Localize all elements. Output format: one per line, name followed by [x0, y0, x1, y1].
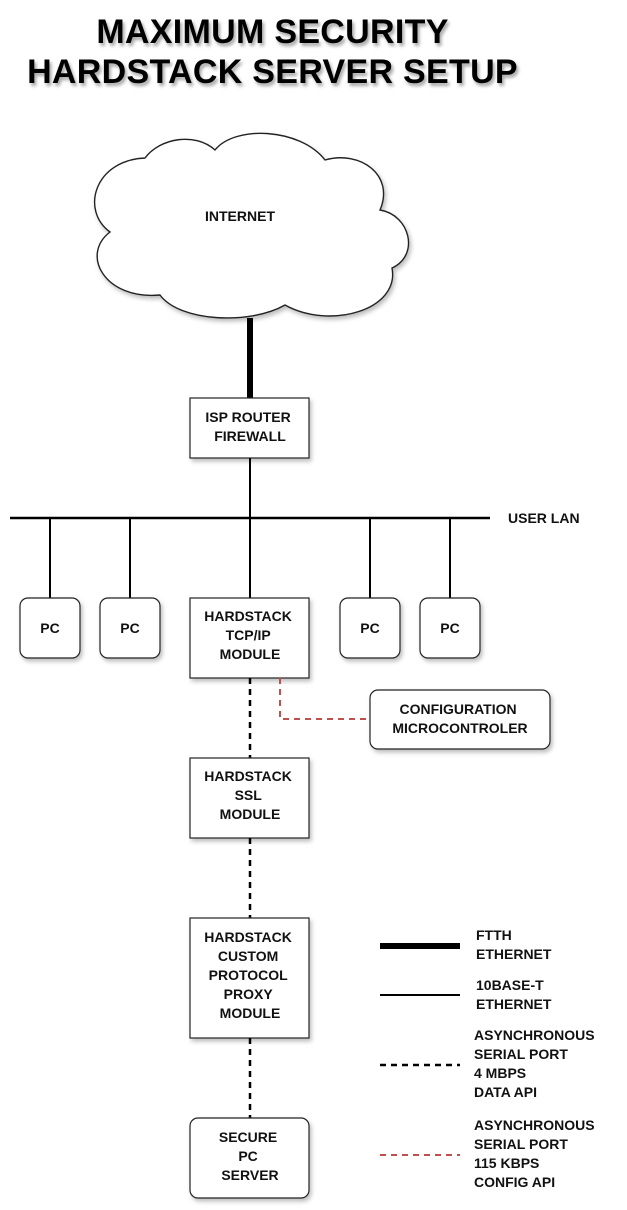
ssl-label-3: MODULE: [220, 806, 281, 822]
legend-serial-data-1: ASYNCHRONOUS: [474, 1027, 595, 1043]
svg-text:HARDSTACK SSL MODULE: HARDSTACK SSL MODULE: [204, 768, 296, 822]
pc-box-3: [339, 597, 401, 659]
pc-label-2: PC: [120, 620, 139, 636]
secure-server-box: [189, 1117, 310, 1199]
svg-text:HARDSTACK CUSTOM PROTO: HARDSTACK CUSTOM PROTOCOL PROXY MODULE: [204, 929, 296, 1021]
legend-serial-config-2: SERIAL PORT: [474, 1136, 568, 1152]
svg-text:SECURE PC SERVER: SECURE PC SERVER: [219, 1129, 281, 1183]
legend-serial-config-3: 115 KBPS: [474, 1155, 539, 1171]
svg-text:ASYNCHRONOUS SERIAL PORT: ASYNCHRONOUS SERIAL PORT 4 MBPS DATA API: [474, 1027, 598, 1100]
ssl-label-1: HARDSTACK: [204, 768, 292, 784]
legend-10baset-1: 10BASE-T: [476, 977, 544, 993]
pc-label-3: PC: [360, 620, 379, 636]
user-lan-label: USER LAN: [508, 510, 580, 526]
page-title-line-1: MAXIMUM SECURITY: [96, 13, 449, 51]
config-label-1: CONFIGURATION: [399, 701, 516, 717]
router-label-1: ISP ROUTER: [205, 409, 290, 425]
proxy-label-1: HARDSTACK: [204, 929, 292, 945]
ssl-label-2: SSL: [235, 787, 263, 803]
server-label-1: SECURE: [219, 1129, 277, 1145]
internet-label: INTERNET: [205, 208, 275, 224]
legend-serial-data-3: 4 MBPS: [474, 1065, 526, 1081]
config-label-2: MICROCONTROLER: [392, 720, 527, 736]
proxy-label-3: PROTOCOL: [209, 967, 289, 983]
proxy-label-2: CUSTOM: [218, 948, 278, 964]
router-label-2: FIREWALL: [214, 428, 286, 444]
legend-ftth-2: ETHERNET: [476, 946, 552, 962]
proxy-module-box: [189, 917, 310, 1039]
legend-serial-config-4: CONFIG API: [474, 1174, 555, 1190]
tcpip-label-1: HARDSTACK: [204, 608, 292, 624]
svg-text:HARDSTACK TCP/IP MODUL: HARDSTACK TCP/IP MODULE: [204, 608, 296, 662]
svg-text:ASYNCHRONOUS SERIAL PORT: ASYNCHRONOUS SERIAL PORT 115 KBPS CONFIG…: [474, 1117, 598, 1190]
legend-serial-data-4: DATA API: [474, 1084, 537, 1100]
page-title-line-2: HARDSTACK SERVER SETUP: [27, 53, 518, 91]
svg-text:10BASE-T ETHERNET: 10BASE-T ETHERNET: [476, 977, 552, 1012]
internet-cloud: [93, 132, 410, 319]
pc-label-4: PC: [440, 620, 459, 636]
server-label-2: PC: [238, 1148, 257, 1164]
legend-10baset-2: ETHERNET: [476, 996, 552, 1012]
config-microcontroller-box: [369, 689, 551, 750]
ssl-module-box: [189, 757, 310, 839]
pc-label-1: PC: [40, 620, 59, 636]
tcpip-label-2: TCP/IP: [226, 627, 271, 643]
proxy-label-5: MODULE: [220, 1005, 281, 1021]
pc-box-2: [99, 597, 161, 659]
svg-text:ISP ROUTER FIREWALL: ISP ROUTER FIREWALL: [205, 409, 294, 444]
proxy-label-4: PROXY: [224, 986, 274, 1002]
legend-ftth-1: FTTH: [476, 927, 512, 943]
pc-box-1: [19, 597, 81, 659]
config-link: [279, 678, 370, 720]
pc-box-4: [419, 597, 481, 659]
server-label-3: SERVER: [221, 1167, 278, 1183]
svg-text:CONFIGURATION MICROCONTROL: CONFIGURATION MICROCONTROLER: [392, 701, 527, 736]
svg-text:FTTH ETHERNET: FTTH ETHERNET: [476, 927, 552, 962]
tcpip-label-3: MODULE: [220, 646, 281, 662]
legend-serial-config-1: ASYNCHRONOUS: [474, 1117, 595, 1133]
legend-serial-data-2: SERIAL PORT: [474, 1046, 568, 1062]
